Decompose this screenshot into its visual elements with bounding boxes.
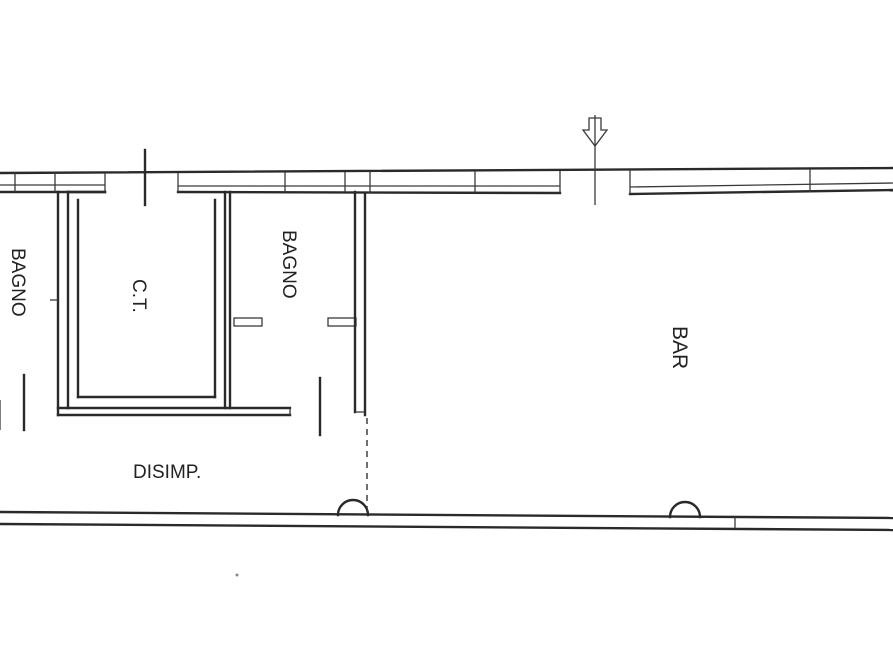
room-label-bagno-center: BAGNO	[278, 230, 299, 299]
bottom-wall	[0, 498, 893, 532]
partition-walls	[0, 190, 368, 512]
room-label-disimp: DISIMP.	[133, 462, 201, 483]
room-label-ct: C.T.	[128, 279, 149, 313]
room-label-bagno-left: BAGNO	[7, 248, 28, 317]
scan-speck	[235, 573, 239, 577]
room-label-bar: BAR	[668, 326, 691, 369]
entrance-arrow-icon	[581, 115, 609, 205]
top-wall	[0, 166, 893, 196]
